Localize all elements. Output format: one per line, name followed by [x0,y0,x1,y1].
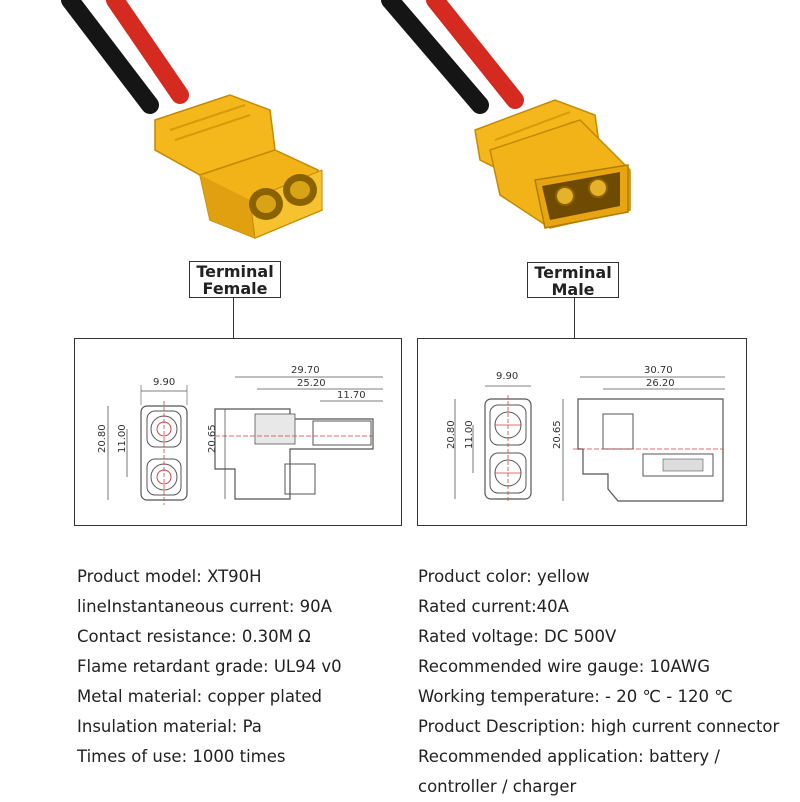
spec-working-temperature: Working temperature: - 20 ℃ - 120 ℃ [418,687,733,706]
female-terminal-label: Terminal Female [189,261,281,298]
male-terminal-label: Terminal Male [527,262,619,298]
spec-times-of-use: Times of use: 1000 times [77,747,286,766]
female-dim-height-inner: 11.00 [117,424,128,453]
male-dim-length-body: 26.20 [646,378,675,389]
spec-rated-voltage: Rated voltage: DC 500V [418,627,617,646]
spec-product-description: Product Description: high current connec… [418,717,780,736]
spec-wire-gauge: Recommended wire gauge: 10AWG [418,657,710,676]
male-dim-height-side: 20.65 [552,420,563,449]
female-dim-height-outer: 20.80 [97,424,108,453]
spec-insulation-material: Insulation material: Pa [77,717,262,736]
spec-recommended-application: Recommended application: battery / [418,747,720,766]
female-dimension-drawing: 9.90 20.80 11.00 20.65 29.70 25.20 11.70 [74,338,402,526]
spec-product-color: Product color: yellow [418,567,590,586]
male-dim-length-total: 30.70 [644,365,673,376]
female-dim-height-side: 20.65 [207,424,218,453]
male-dimension-drawing: 9.90 20.80 11.00 20.65 30.70 26.20 [417,338,747,526]
female-dim-length-contact: 11.70 [337,390,366,401]
spec-flame-retardant: Flame retardant grade: UL94 v0 [77,657,342,676]
female-label-line1: Terminal [196,262,274,281]
spec-recommended-application-cont: controller / charger [418,777,577,796]
male-label-line2: Male [551,280,595,299]
spec-rated-current: Rated current:40A [418,597,569,616]
spec-product-model: Product model: XT90H [77,567,262,586]
female-label-line2: Female [202,279,268,298]
spec-instantaneous-current: lineInstantaneous current: 90A [77,597,332,616]
spec-contact-resistance: Contact resistance: 0.30M Ω [77,627,311,646]
male-label-line1: Terminal [534,263,612,282]
specs-left-column: Product model: XT90H lineInstantaneous c… [77,562,342,772]
female-dim-length-body: 25.20 [297,378,326,389]
specs-right-column: Product color: yellow Rated current:40A … [418,562,779,802]
female-connector-image [61,0,323,239]
male-leader-line [574,298,575,338]
male-connector-image [381,0,631,229]
male-dim-height-outer: 20.80 [446,420,457,449]
female-dim-length-total: 29.70 [291,365,320,376]
spec-metal-material: Metal material: copper plated [77,687,323,706]
male-dim-width: 9.90 [496,371,518,382]
female-leader-line [233,298,234,338]
male-dim-height-inner: 11.00 [464,420,475,449]
female-dim-width: 9.90 [153,377,175,388]
